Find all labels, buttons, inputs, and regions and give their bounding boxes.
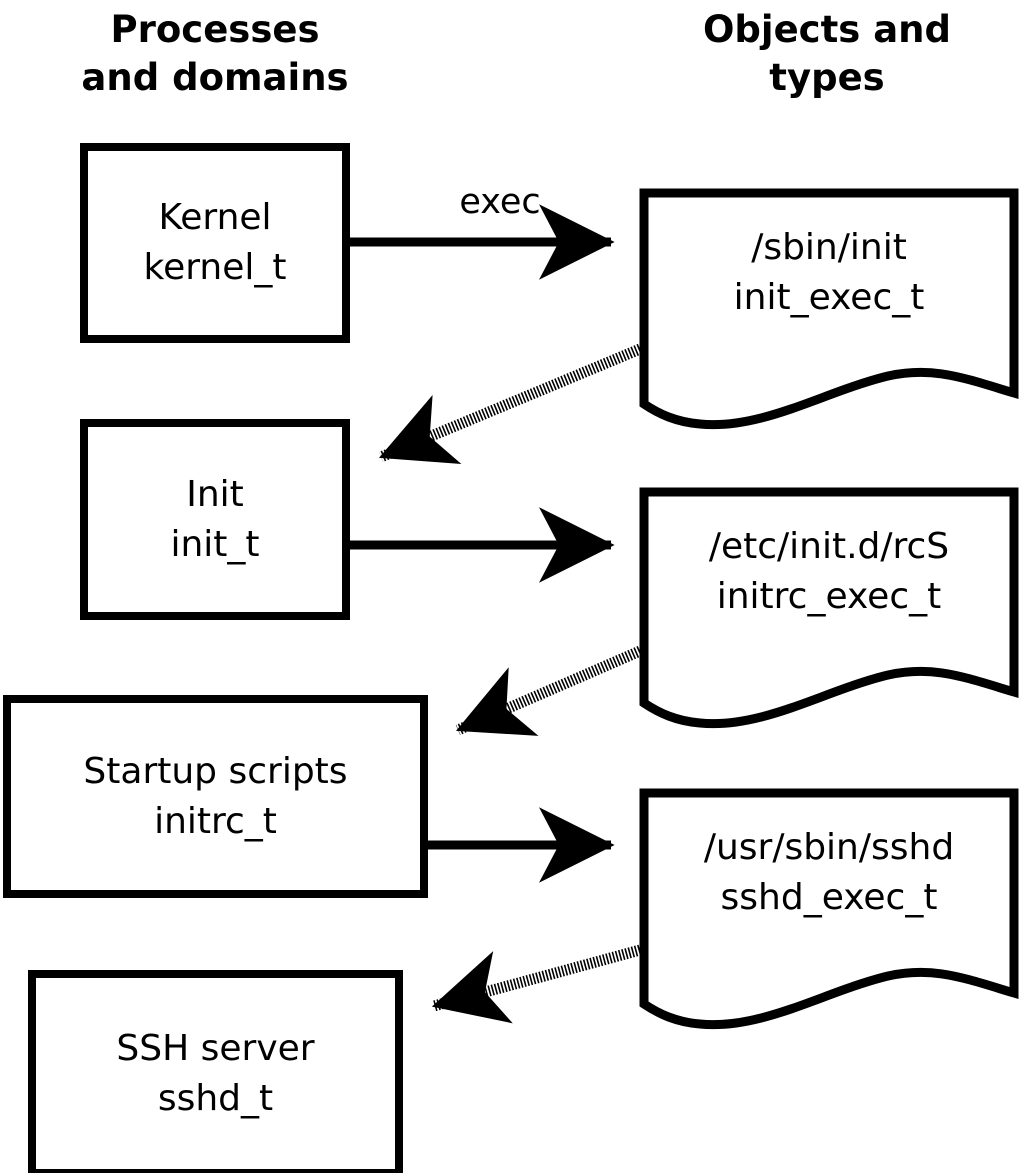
edge-label-exec: exec — [459, 182, 541, 222]
object-doc-sshd-exec[interactable] — [639, 788, 1019, 1030]
column-heading-processes: Processes and domains — [81, 8, 349, 99]
object-doc-init-exec[interactable] — [639, 188, 1019, 430]
edge-sshd-exec-to-sshd — [431, 944, 642, 1024]
edge-initrc-exec-to-initrc — [455, 645, 643, 736]
column-heading-objects: Objects and types — [702, 8, 952, 99]
object-doc-initrc-exec[interactable] — [639, 487, 1019, 729]
process-box-initrc[interactable] — [3, 695, 428, 898]
process-box-init[interactable] — [80, 419, 350, 620]
edge-init-exec-to-init — [378, 343, 643, 465]
process-box-kernel[interactable] — [80, 143, 350, 343]
process-box-sshd[interactable] — [28, 970, 403, 1173]
